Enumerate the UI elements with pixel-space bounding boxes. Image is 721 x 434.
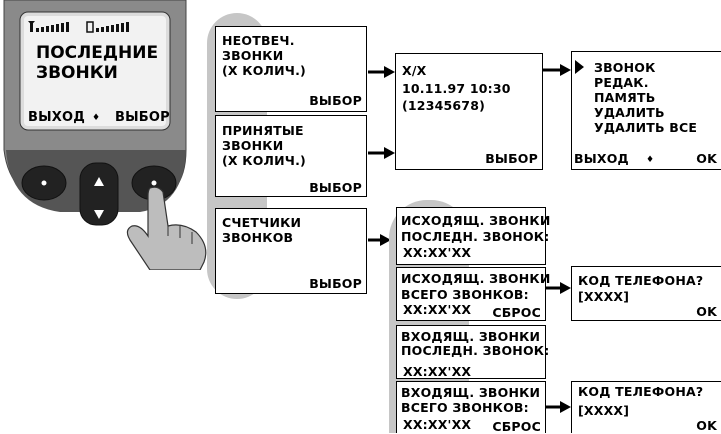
option-memory[interactable]: ПАМЯТЬ — [594, 90, 655, 105]
ok-softkey[interactable]: OK — [696, 304, 717, 319]
call-number: (12345678) — [402, 98, 485, 113]
phone-code-prompt: КОД ТЕЛЕФОНА? [XXXX] OK — [571, 266, 721, 321]
counter-incoming-total[interactable]: ВХОДЯЩ. ЗВОНКИ ВСЕГО ЗВОНКОВ: ХХ:ХХ'ХХ С… — [396, 381, 546, 433]
prompt-title: КОД ТЕЛЕФОНА? — [578, 384, 703, 399]
call-detail-screen: X/X 10.11.97 10:30 (12345678) ВЫБОР — [395, 53, 543, 170]
reset-label[interactable]: СБРОС — [492, 305, 541, 320]
counter-outgoing-total[interactable]: ИСХОДЯЩ. ЗВОНКИ ВСЕГО ЗВОНКОВ: ХХ:ХХ'ХХ … — [396, 267, 546, 321]
call-index: X/X — [402, 63, 426, 78]
code-input[interactable]: [XXXX] — [578, 289, 629, 304]
exit-softkey[interactable]: ВЫХОД — [574, 151, 629, 166]
option-delete[interactable]: УДАЛИТЬ — [594, 105, 665, 120]
phone-code-prompt: КОД ТЕЛЕФОНА? [XXXX] OK — [571, 381, 721, 433]
counter-outgoing-last[interactable]: ИСХОДЯЩ. ЗВОНКИ ПОСЛЕДН. ЗВОНОК: ХХ:ХХ'Х… — [396, 207, 546, 265]
option-call[interactable]: ЗВОНОК — [594, 60, 656, 75]
ok-softkey[interactable]: OK — [696, 418, 717, 433]
code-input[interactable]: [XXXX] — [578, 403, 629, 418]
reset-label[interactable]: СБРОС — [492, 419, 541, 434]
ok-softkey[interactable]: OK — [696, 151, 717, 166]
call-datetime: 10.11.97 10:30 — [402, 81, 511, 96]
option-delete-all[interactable]: УДАЛИТЬ ВСЕ — [594, 120, 697, 135]
selection-pointer-icon — [575, 60, 585, 74]
prompt-title: КОД ТЕЛЕФОНА? — [578, 273, 703, 288]
options-screen: ЗВОНОК РЕДАК. ПАМЯТЬ УДАЛИТЬ УДАЛИТЬ ВСЕ… — [571, 51, 721, 170]
scroll-icon: ♦ — [646, 153, 654, 168]
select-label[interactable]: ВЫБОР — [485, 151, 538, 166]
counter-incoming-last[interactable]: ВХОДЯЩ. ЗВОНКИ ПОСЛЕДН. ЗВОНОК: ХХ:ХХ'ХХ — [396, 325, 546, 379]
option-edit[interactable]: РЕДАК. — [594, 75, 649, 90]
